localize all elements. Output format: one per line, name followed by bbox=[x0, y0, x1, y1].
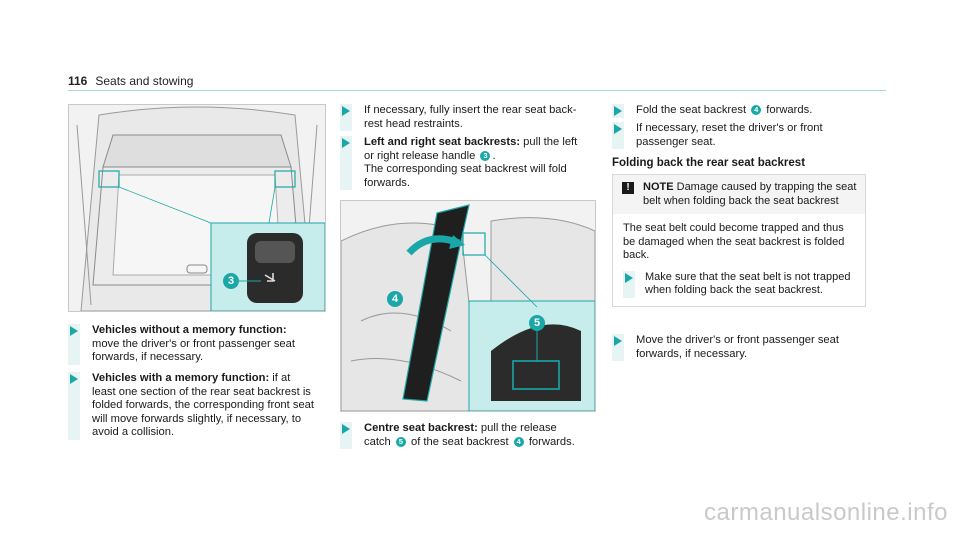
trunk-illustration bbox=[69, 105, 325, 311]
rear-seat-illustration bbox=[341, 201, 595, 411]
callout-4: 4 bbox=[387, 291, 403, 307]
step-head-restraints: If necessary, fully insert the rear seat… bbox=[340, 104, 586, 132]
subheading-folding-back: Folding back the rear seat backrest bbox=[612, 157, 806, 169]
watermark: carmanualsonline.info bbox=[704, 499, 948, 526]
figure-rear-seat: 4 5 bbox=[340, 200, 596, 412]
step-fold-backrest: Fold the seat backrest 4 forwards. bbox=[612, 104, 872, 118]
step-arrow-icon bbox=[70, 326, 78, 336]
step-arrow-icon bbox=[614, 124, 622, 134]
inline-callout-4: 4 bbox=[751, 105, 762, 115]
header-rule bbox=[68, 90, 886, 91]
step-arrow-icon bbox=[614, 106, 622, 116]
note-box: ! NOTE Damage caused by trapping the sea… bbox=[612, 174, 866, 307]
step-arrow-icon bbox=[70, 374, 78, 384]
step-with-memory: Vehicles with a memory function: if at l… bbox=[68, 372, 314, 440]
note-body: The seat belt could become trapped and t… bbox=[613, 214, 865, 306]
note-step: Make sure that the seat belt is not trap… bbox=[623, 270, 857, 298]
step-move-seat-forwards: Move the driver's or front passenger sea… bbox=[612, 334, 872, 362]
step-arrow-icon bbox=[614, 336, 622, 346]
step-arrow-icon bbox=[342, 106, 350, 116]
step-arrow-icon bbox=[625, 272, 633, 283]
callout-5: 5 bbox=[529, 315, 545, 331]
note-header: ! NOTE Damage caused by trapping the sea… bbox=[613, 175, 865, 214]
warning-icon: ! bbox=[622, 182, 634, 194]
step-left-right-backrests: Left and right seat backrests: pull the … bbox=[340, 136, 586, 191]
inline-callout-5: 5 bbox=[395, 436, 406, 447]
step-centre-backrest: Centre seat backrest: pull the release c… bbox=[340, 422, 586, 450]
step-arrow-icon bbox=[342, 424, 350, 434]
page-number: 116 bbox=[68, 74, 88, 88]
section-title: Seats and stowing bbox=[95, 74, 194, 88]
inline-callout-3: 3 bbox=[480, 150, 491, 161]
step-no-memory: Vehicles without a memory function: move… bbox=[68, 324, 314, 365]
figure-trunk: 3 bbox=[68, 104, 326, 312]
step-arrow-icon bbox=[342, 138, 350, 148]
callout-3: 3 bbox=[223, 273, 239, 289]
step-reset-seat: If necessary, reset the driver's or fron… bbox=[612, 122, 872, 150]
inline-callout-4: 4 bbox=[513, 436, 524, 447]
page-header: 116 Seats and stowing bbox=[68, 74, 193, 88]
